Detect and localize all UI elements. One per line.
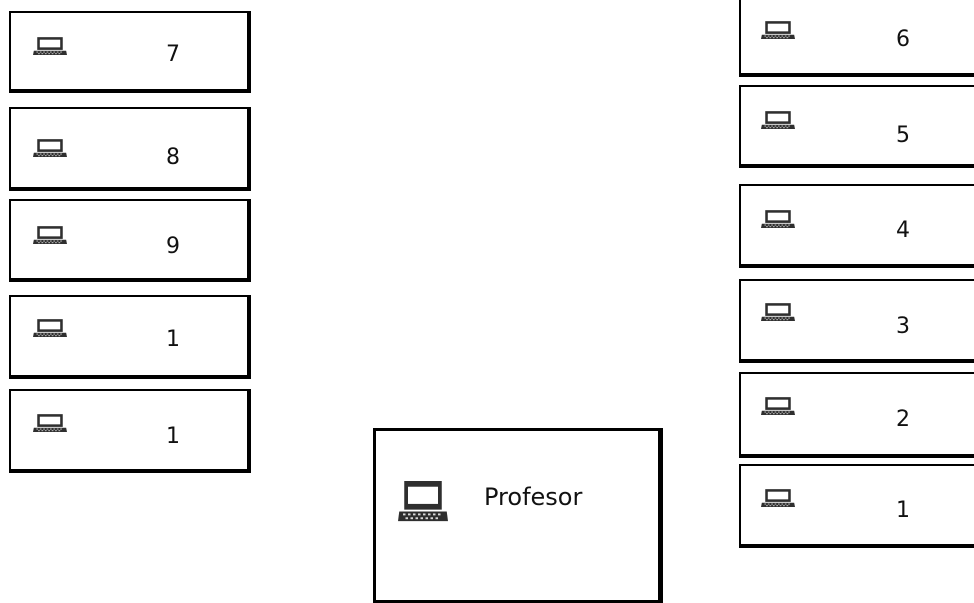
laptop-icon (761, 21, 795, 40)
station-right-1: 1 (739, 464, 974, 548)
laptop-icon (398, 481, 448, 523)
station-left-2: 8 (9, 107, 251, 191)
station-number: 8 (166, 145, 180, 170)
station-number: 9 (166, 234, 180, 259)
station-right-3: 3 (739, 279, 974, 363)
teacher-station: Profesor (373, 428, 663, 603)
laptop-icon (33, 319, 67, 338)
laptop-icon (761, 111, 795, 130)
station-right-4: 4 (739, 184, 974, 268)
laptop-icon (33, 37, 67, 56)
station-number: 2 (896, 407, 910, 432)
station-number: 4 (896, 218, 910, 243)
station-number: 5 (896, 123, 910, 148)
station-right-6: 6 (739, 0, 974, 77)
station-number: 1 (166, 327, 180, 352)
laptop-icon (33, 139, 67, 158)
laptop-icon (33, 226, 67, 245)
station-number: 1 (166, 424, 180, 449)
laptop-icon (761, 397, 795, 416)
station-number: 7 (166, 42, 180, 67)
station-left-1: 7 (9, 11, 251, 93)
station-number: 1 (896, 498, 910, 523)
laptop-icon (761, 303, 795, 322)
laptop-icon (761, 210, 795, 229)
laptop-icon (761, 489, 795, 508)
station-number: 6 (896, 27, 910, 52)
teacher-label: Profesor (484, 483, 583, 511)
station-left-5: 1 (9, 389, 251, 473)
station-right-5: 5 (739, 85, 974, 168)
station-number: 3 (896, 314, 910, 339)
station-right-2: 2 (739, 372, 974, 458)
laptop-icon (33, 414, 67, 433)
station-left-3: 9 (9, 199, 251, 282)
station-left-4: 1 (9, 295, 251, 379)
